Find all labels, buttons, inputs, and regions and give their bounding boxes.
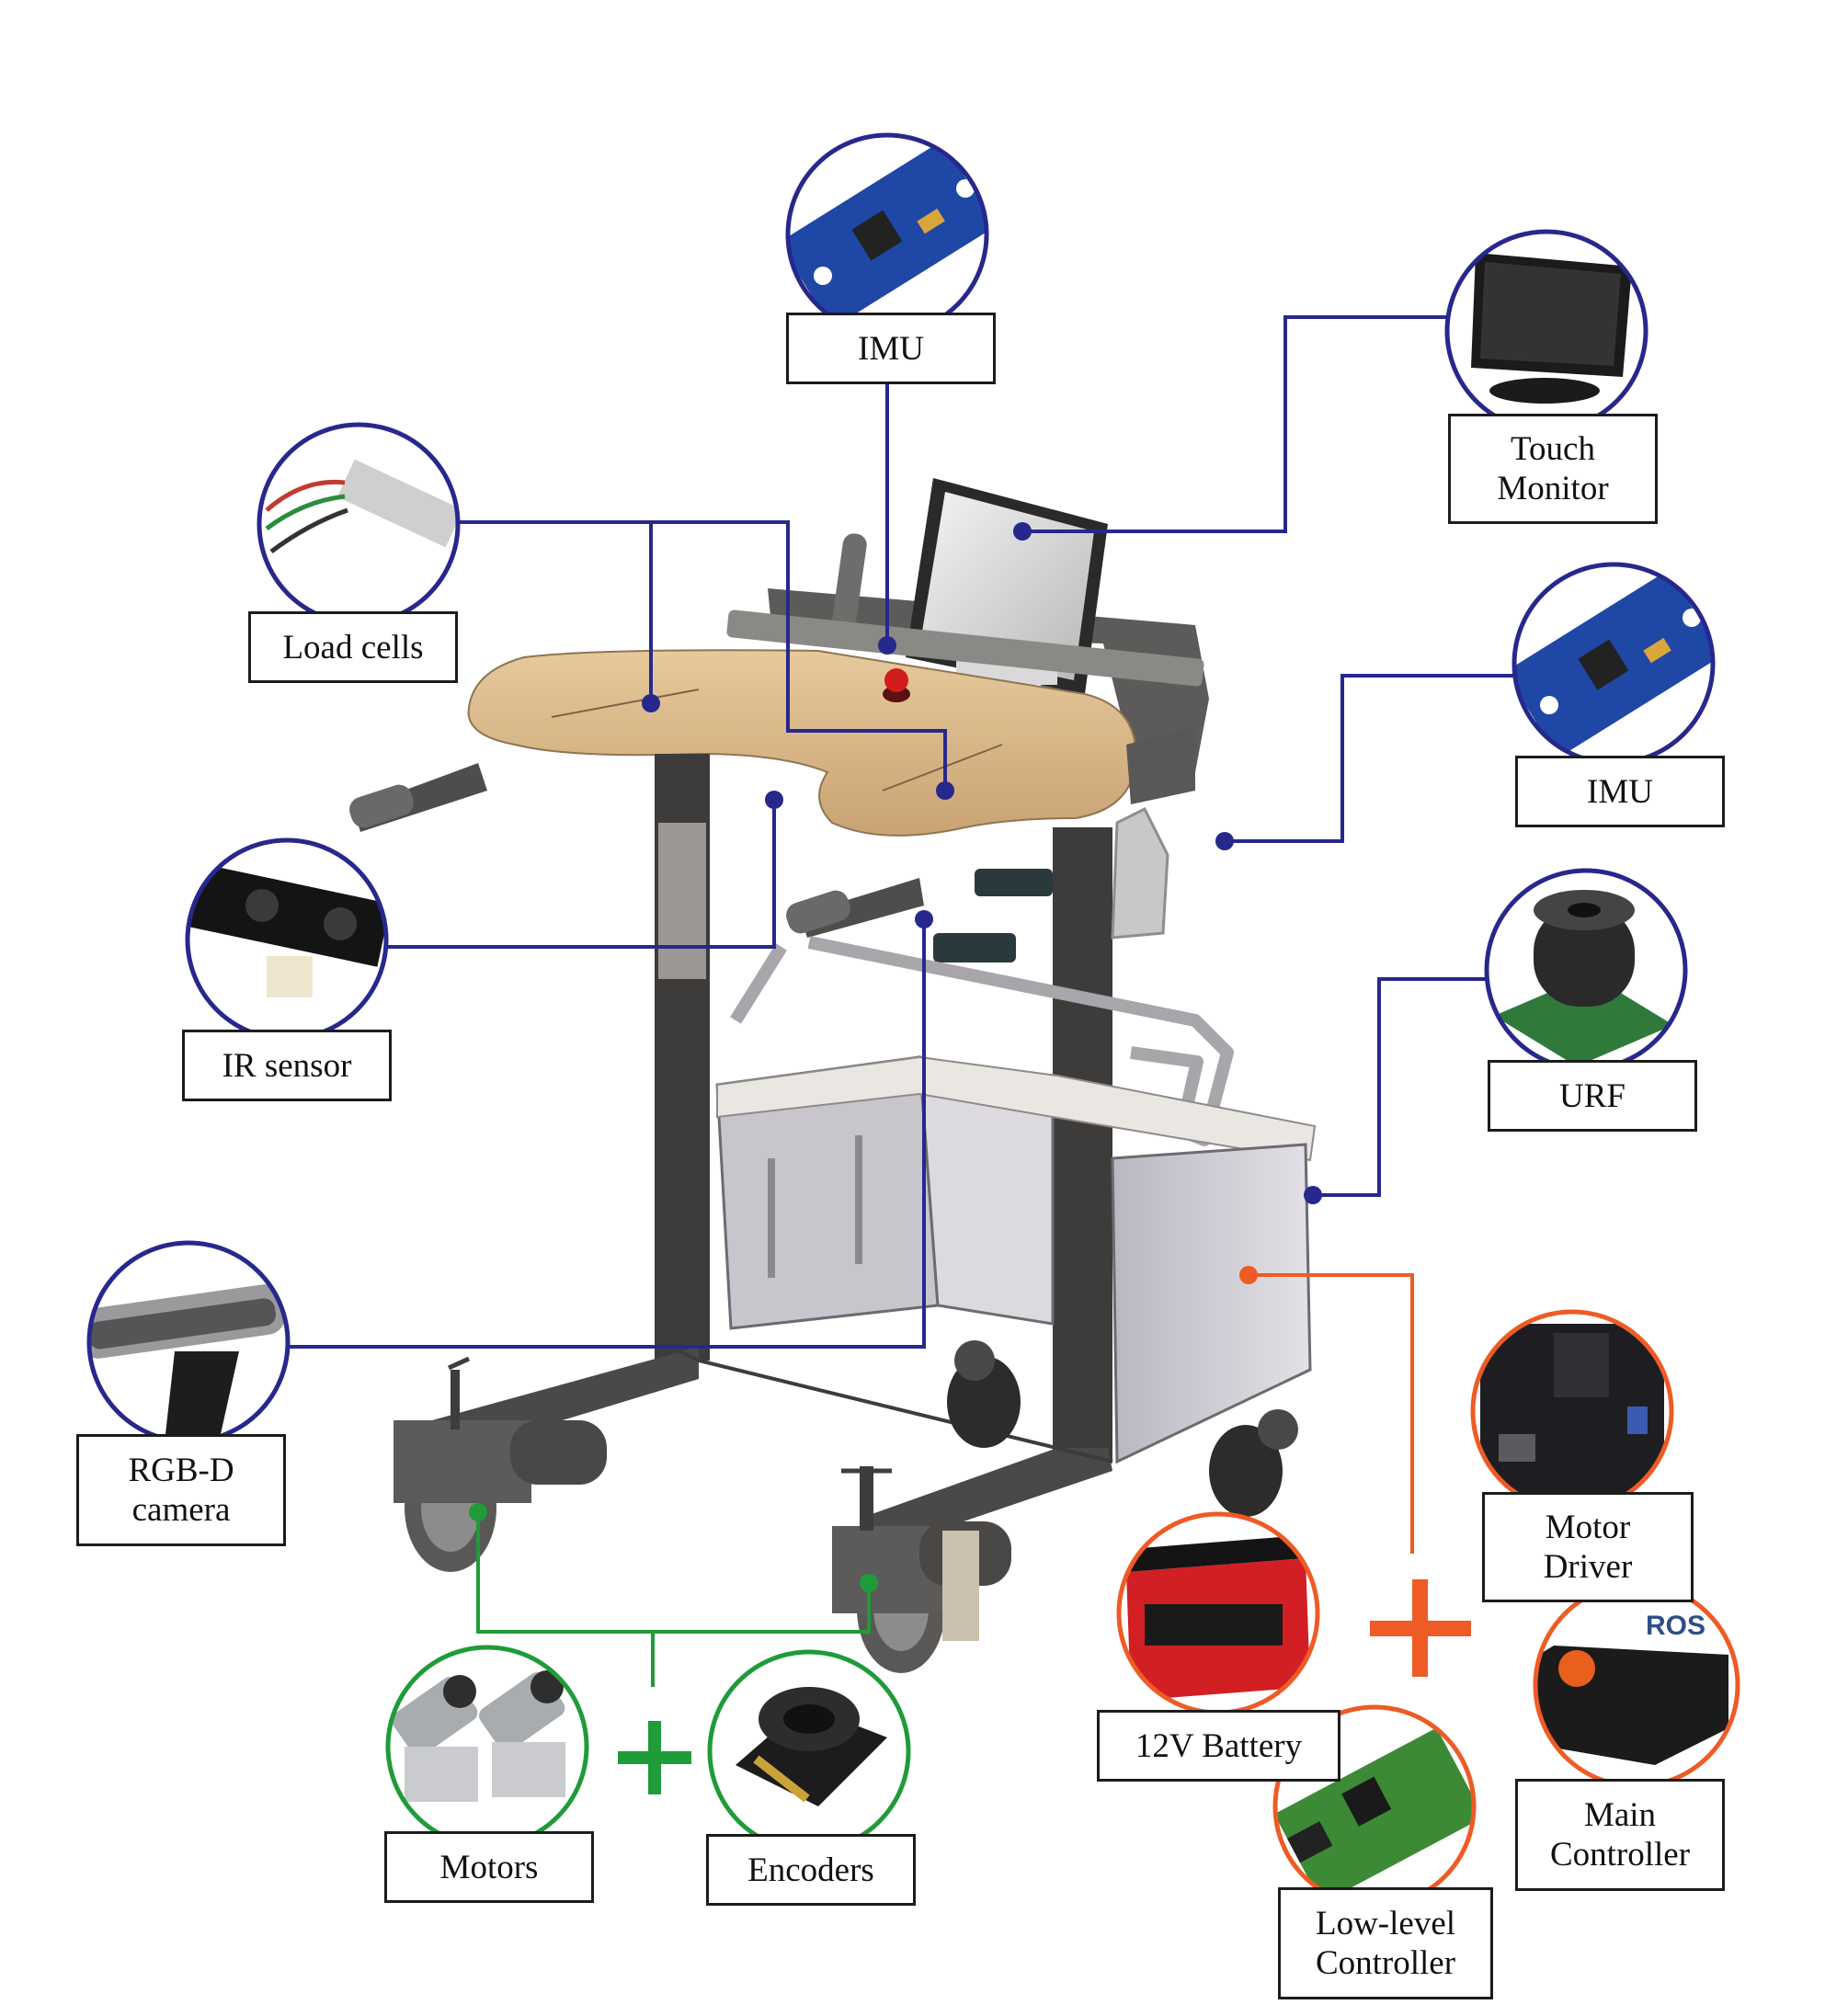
label-load-cells-line-1: Load cells — [282, 628, 424, 666]
ros-computer-icon: ROS — [1533, 1581, 1740, 1789]
ros-logo-text: ROS — [1646, 1611, 1705, 1641]
label-touch-monitor-line-1: Touch — [1511, 430, 1595, 468]
label-low-level-controller-line-1: Low-level — [1315, 1905, 1456, 1942]
ir-sensor-icon — [185, 837, 389, 1042]
label-main-controller: Main Controller — [1515, 1779, 1725, 1891]
label-motors-line-1: Motors — [439, 1848, 539, 1886]
rgbd-camera-icon — [86, 1240, 291, 1444]
label-touch-monitor: Touch Monitor — [1448, 414, 1658, 524]
label-ir-sensor-line-1: IR sensor — [222, 1046, 352, 1085]
ultrasonic-sensor-icon — [1484, 868, 1688, 1072]
green-plus-icon — [618, 1721, 691, 1794]
label-battery-line-1: 12V Battery — [1135, 1726, 1303, 1765]
label-imu-top: IMU — [786, 313, 996, 384]
label-motors: Motors — [384, 1831, 594, 1903]
label-encoders-line-1: Encoders — [747, 1851, 874, 1889]
left-drive-wheel — [394, 1356, 607, 1572]
label-main-controller-line-2: Controller — [1549, 1836, 1691, 1874]
load-cell-icon — [257, 422, 461, 626]
label-low-level-controller-line-2: Controller — [1315, 1944, 1456, 1982]
touch-monitor-icon — [1444, 229, 1648, 433]
label-imu-top-line-1: IMU — [858, 329, 924, 368]
power-connectors — [1249, 1273, 1414, 1554]
motion-connectors — [476, 1512, 871, 1687]
label-load-cells: Load cells — [248, 611, 458, 683]
label-motor-driver-line-1: Motor — [1545, 1509, 1631, 1546]
right-drive-wheel — [832, 1466, 1011, 1673]
walker-robot-illustration — [349, 478, 1317, 1673]
connector-dots — [469, 522, 1322, 1592]
label-main-controller-line-1: Main — [1583, 1796, 1657, 1834]
label-ir-sensor: IR sensor — [182, 1030, 392, 1101]
encoder-icon — [707, 1649, 911, 1853]
label-urf-line-1: URF — [1559, 1076, 1626, 1115]
label-imu-right-line-1: IMU — [1587, 772, 1653, 811]
imu-board-icon — [1511, 562, 1716, 766]
label-motor-driver: Motor Driver — [1482, 1492, 1694, 1602]
orange-plus-icon — [1370, 1579, 1471, 1677]
label-rgbd-camera-line-2: camera — [131, 1491, 231, 1529]
label-rgbd-camera-line-1: RGB-D — [128, 1452, 234, 1489]
sensor-connectors — [287, 315, 1515, 1349]
motor-driver-board-icon — [1470, 1309, 1674, 1513]
imu-board-icon — [785, 132, 989, 336]
label-motor-driver-line-2: Driver — [1543, 1548, 1633, 1586]
label-imu-right: IMU — [1515, 756, 1725, 827]
motors-icon — [385, 1645, 589, 1849]
label-encoders: Encoders — [706, 1834, 916, 1906]
battery-icon — [1116, 1511, 1320, 1715]
label-touch-monitor-line-2: Monitor — [1497, 470, 1609, 507]
label-low-level-controller: Low-level Controller — [1278, 1887, 1493, 1999]
label-rgbd-camera: RGB-D camera — [76, 1434, 286, 1546]
label-urf: URF — [1488, 1060, 1697, 1132]
label-battery: 12V Battery — [1097, 1710, 1340, 1782]
